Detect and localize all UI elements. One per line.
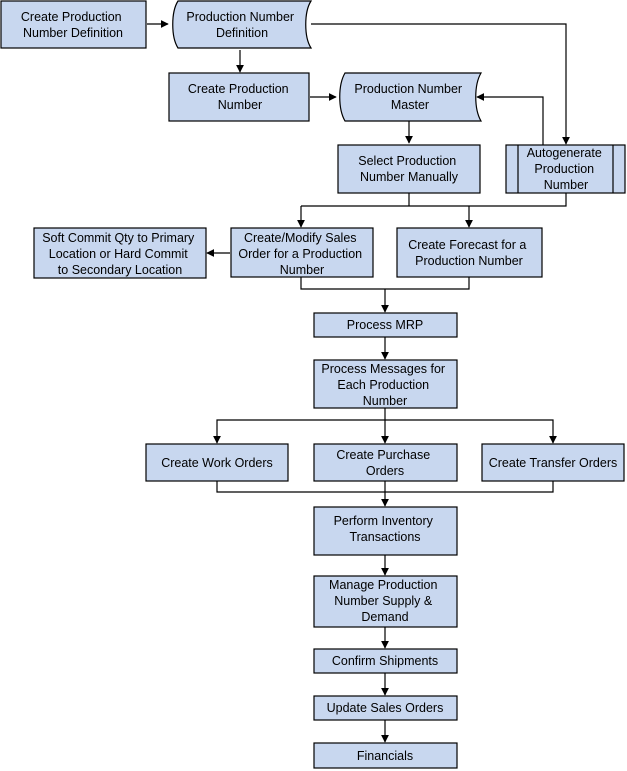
node-label: Process Messages for Each Production Num…	[321, 362, 448, 408]
node-label: Soft Commit Qty to Primary Location or H…	[42, 231, 198, 277]
edge-autogenerate-to-master	[476, 93, 544, 146]
node-pn-definition: Production Number Definition	[172, 0, 313, 49]
node-label: Process MRP	[347, 318, 423, 332]
node-select-pn-manually: Select Production Number Manually	[337, 144, 481, 194]
edge-messages-split	[213, 408, 386, 444]
node-autogenerate: Autogenerate Production Number	[505, 144, 626, 194]
node-financials: Financials	[313, 742, 458, 769]
node-confirm-shipments: Confirm Shipments	[313, 648, 458, 674]
node-label: Create Purchase Orders	[336, 448, 433, 478]
node-label: Create/Modify Sales Order for a Producti…	[238, 231, 365, 277]
node-soft-commit: Soft Commit Qty to Primary Location or H…	[33, 227, 207, 279]
node-label: Manage Production Number Supply & Demand	[329, 578, 441, 624]
node-label: Create Production Number	[188, 82, 292, 112]
node-label: Confirm Shipments	[332, 654, 438, 668]
node-create-sales-order: Create/Modify Sales Order for a Producti…	[230, 227, 374, 278]
node-label: Create Forecast for a Production Number	[408, 238, 530, 268]
node-create-pn: Create Production Number	[168, 72, 310, 122]
edge-def-to-autogenerate	[311, 23, 570, 145]
edge-to-transfer	[385, 419, 557, 444]
node-create-forecast: Create Forecast for a Production Number	[396, 227, 543, 278]
node-label: Perform Inventory Transactions	[334, 514, 437, 544]
edge-autogenerate-merge	[301, 193, 567, 207]
node-label: Update Sales Orders	[327, 701, 444, 715]
node-manage-supply-demand: Manage Production Number Supply & Demand	[313, 575, 458, 628]
node-label: Create Transfer Orders	[489, 456, 618, 470]
node-label: Select Production Number Manually	[358, 154, 459, 184]
node-label: Create Production Number Definition	[21, 10, 125, 40]
node-update-sales-orders: Update Sales Orders	[313, 695, 458, 721]
node-label: Autogenerate Production Number	[527, 146, 606, 192]
node-label: Production Number Master	[354, 82, 465, 112]
node-create-purchase-orders: Create Purchase Orders	[313, 443, 458, 482]
node-process-mrp: Process MRP	[313, 312, 458, 338]
node-label: Production Number Definition	[186, 10, 297, 40]
node-pn-master: Production Number Master	[339, 72, 483, 122]
edge-so-merge	[300, 277, 470, 290]
node-process-messages: Process Messages for Each Production Num…	[313, 359, 458, 409]
node-create-work-orders: Create Work Orders	[145, 443, 289, 482]
node-create-transfer-orders: Create Transfer Orders	[481, 443, 625, 482]
node-label: Create Work Orders	[161, 456, 273, 470]
node-create-pn-definition: Create Production Number Definition	[0, 0, 147, 49]
node-label: Financials	[357, 749, 413, 763]
node-perform-inventory: Perform Inventory Transactions	[313, 506, 458, 556]
connectors	[147, 20, 570, 743]
